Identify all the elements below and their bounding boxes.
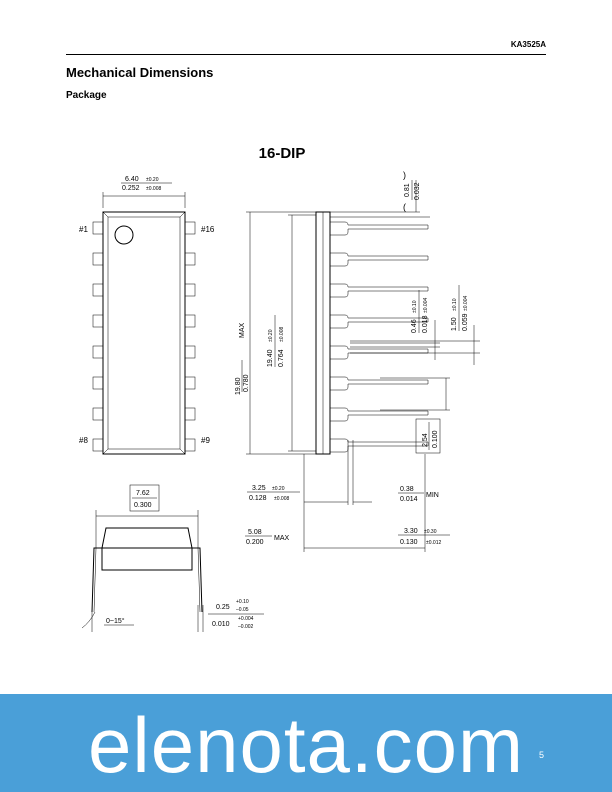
row-spacing-box [129,484,160,512]
pitch-in: 0.100 [432,430,439,448]
total-length-qualifier: MAX [239,323,246,339]
side-lead-4 [330,314,429,329]
pitch-mm: 2.54 [422,433,429,447]
section-title: Mechanical Dimensions [66,65,214,80]
max-height-qualifier: MAX [274,535,290,542]
body-length-in-tol: ±0.008 [279,327,285,342]
watermark-banner [0,694,612,792]
paren-left: ( [403,202,406,212]
lead-length-mm: 3.30 [404,528,418,535]
pin-tab-left-2 [92,252,104,266]
total-length-in: 0.780 [243,374,250,392]
body-width-mm: 6.40 [125,176,139,183]
part-number: KA3525A [510,40,546,49]
seated-height-mm: 3.25 [252,485,266,492]
pin-tab-right-3 [184,283,196,297]
lead-thk-end-mm-tol-plus: +0.10 [236,599,249,605]
body-length-in: 0.764 [278,349,285,367]
side-lead-2 [330,252,429,267]
lead-width-in: 0.018 [422,315,429,333]
pin8-label: #8 [79,436,88,445]
side-view: 19.80 0.780 MAX 19.40 ±0.20 0.764 ±0.008… [235,170,480,552]
pin-tab-right-5 [184,345,196,359]
pin-tab-right-4 [184,314,196,328]
top-view-body-outer [102,211,186,455]
pin-tab-left-1 [92,221,104,235]
pin-tab-left-8 [92,438,104,452]
mechanical-drawing: 16-DIP #1 #16 #8 #9 6.40 ±0.20 0.252 ±0.… [79,145,480,632]
lead-thk-end-mm-tol-minus: –0.05 [236,607,249,613]
lead-width-in-tol: ±0.004 [423,298,429,313]
body-width-mm-tol: ±0.20 [146,177,159,183]
shoulder-width-mm-tol: ±0.10 [452,298,458,311]
pin-tab-right-7 [184,407,196,421]
header-rule [66,54,546,55]
pin-tab-right-1 [184,221,196,235]
side-lead-7 [330,407,429,422]
pin-tab-right-8 [184,438,196,452]
standoff-mm: 0.38 [400,486,414,493]
seated-height-mm-tol: ±0.20 [272,486,285,492]
top-view-pins [92,221,196,452]
lead-angle: 0~15° [106,617,125,625]
lead-length-in: 0.130 [400,539,418,546]
pin-tab-right-6 [184,376,196,390]
pin-tab-left-7 [92,407,104,421]
pin-tab-right-2 [184,252,196,266]
standoff-qualifier: MIN [426,492,439,499]
body-width-in-tol: ±0.008 [146,186,161,192]
pin-tab-left-5 [92,345,104,359]
seated-height-in-tol: ±0.008 [274,496,289,502]
page-number: 5 [539,750,545,760]
top-view: #1 #16 #8 #9 6.40 ±0.20 0.252 ±0.008 [79,176,215,455]
side-view-leads [330,221,429,453]
standoff-in: 0.014 [400,496,418,503]
package-label: Package [66,90,107,101]
side-lead-3 [330,283,429,298]
lead-thk-end-in-tol-plus: +0.004 [238,616,254,622]
shoulder-width-mm: 1.50 [451,317,458,331]
total-length-mm: 19.80 [235,377,242,395]
side-lead-6 [330,376,429,391]
end-view: 7.62 0.300 0~15° 0.25 +0.10 –0.05 0.010 … [81,484,264,632]
pin9-label: #9 [201,436,210,445]
lead-length-in-tol: ±0.012 [426,540,441,546]
pin-tab-left-4 [92,314,104,328]
row-spacing-in: 0.300 [134,502,152,509]
side-lead-1 [330,221,429,236]
lead-length-mm-tol: ±0.30 [424,529,437,535]
seated-height-in: 0.128 [249,495,267,502]
package-name: 16-DIP [259,145,306,162]
lead-thickness-mm: 0.81 [404,183,411,197]
side-lead-5 [330,345,429,360]
pitch-box [415,418,441,454]
body-length-mm: 19.40 [267,349,274,367]
lead-thk-end-in: 0.010 [212,621,230,628]
pin16-label: #16 [201,225,215,234]
shoulder-width-in: 0.059 [462,313,469,331]
end-view-body [101,547,193,571]
body-length-mm-tol: ±0.20 [268,329,274,342]
pin1-label: #1 [79,225,88,234]
pin-tab-left-6 [92,376,104,390]
top-view-body-inner [107,216,181,450]
pin1-marker [114,225,134,245]
shoulder-width-in-tol: ±0.004 [463,296,469,311]
lead-thickness-in: 0.032 [414,182,421,200]
watermark-text: elenota.com [88,701,524,789]
max-height-mm: 5.08 [248,529,262,536]
max-height-in: 0.200 [246,539,264,546]
body-width-in: 0.252 [122,185,140,192]
pin-tab-left-3 [92,283,104,297]
lead-width-mm-tol: ±0.10 [412,300,418,313]
row-spacing-mm: 7.62 [136,490,150,497]
lead-thk-end-in-tol-minus: –0.002 [238,624,254,630]
paren-right: ) [403,170,406,180]
lead-width-mm: 0.46 [411,319,418,333]
lead-thk-end-mm: 0.25 [216,604,230,611]
side-lead-8 [330,438,429,453]
